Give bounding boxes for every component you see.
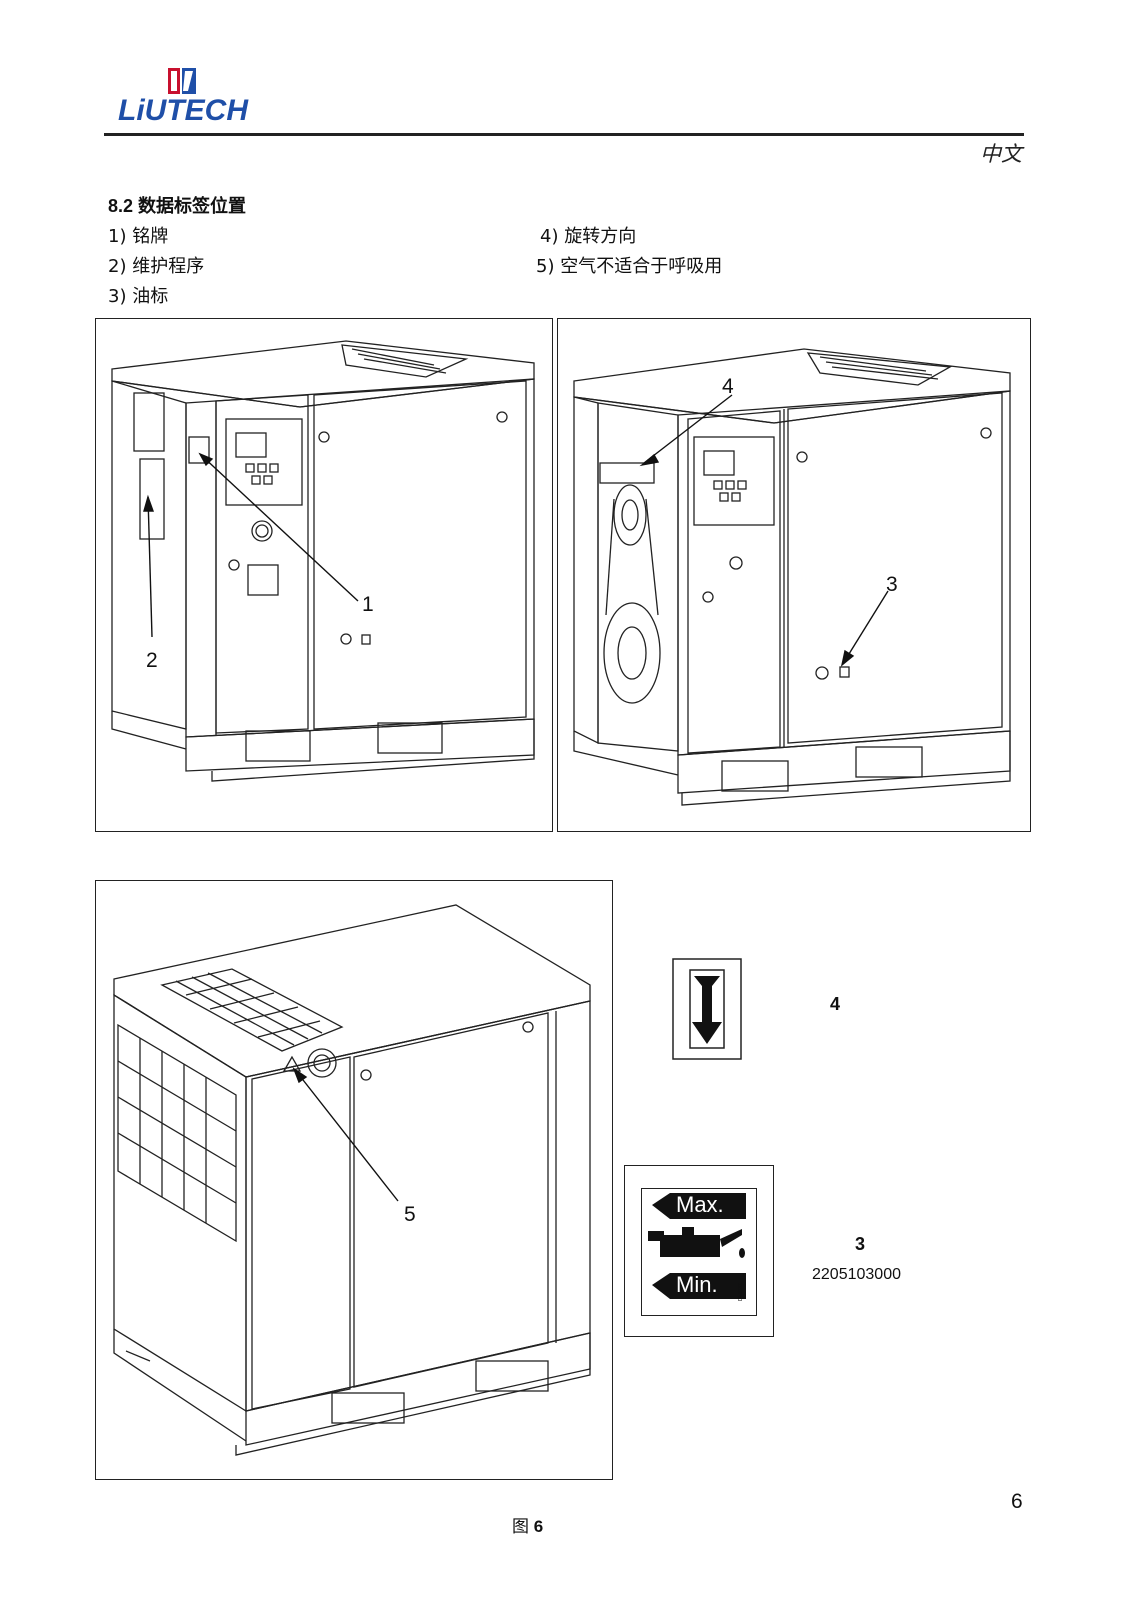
oil-code-text: D51233	[738, 1283, 744, 1301]
item-text: 空气不适合于呼吸用	[560, 256, 723, 277]
list-item: 3) 油标	[108, 282, 168, 308]
item-number: 4)	[540, 226, 559, 247]
list-item: 1) 铭牌	[108, 222, 168, 248]
oil-max-text: Max.	[676, 1192, 724, 1217]
item-text: 铭牌	[132, 226, 169, 247]
item-number: 5)	[536, 256, 555, 277]
liutech-logo-icon	[168, 68, 196, 94]
item-number: 1)	[108, 226, 127, 247]
callout-1: 1	[362, 593, 374, 616]
figure-front-view: 1 2	[95, 318, 553, 832]
list-item: 2) 维护程序	[108, 252, 204, 278]
oil-label-inner: Max. Min. D51233	[641, 1188, 757, 1316]
rotation-direction-label	[672, 958, 742, 1060]
page-number: 6	[1011, 1490, 1023, 1513]
down-arrow-icon	[692, 976, 722, 1044]
rotation-label-number: 4	[830, 994, 841, 1014]
oil-label-number: 3	[855, 1234, 866, 1254]
oil-can-icon	[648, 1227, 745, 1258]
callout-4: 4	[722, 375, 734, 398]
caption-prefix: 图	[512, 1517, 529, 1536]
oil-level-label: Max. Min. D51233	[624, 1165, 774, 1337]
brand-logo-text: LiUTECH	[118, 94, 248, 127]
figure-caption: 图 6	[512, 1512, 543, 1537]
header-rule	[104, 133, 1024, 136]
callout-3: 3	[886, 573, 898, 596]
list-item: 4) 旋转方向	[540, 222, 636, 248]
compressor-front-drawing: 1 2	[111, 340, 535, 782]
item-number: 2)	[108, 256, 127, 277]
callout-5: 5	[404, 1203, 416, 1226]
figure-open-side-view: 4 3	[557, 318, 1031, 832]
item-number: 3)	[108, 286, 127, 307]
figure-rear-view: 5	[95, 880, 613, 1480]
compressor-open-drawing: 4 3	[573, 348, 1011, 806]
section-title: 8.2 数据标签位置	[108, 196, 247, 216]
item-text: 旋转方向	[564, 226, 637, 247]
callout-2: 2	[146, 649, 158, 672]
list-item: 5) 空气不适合于呼吸用	[536, 252, 722, 278]
oil-min-text: Min.	[676, 1272, 718, 1297]
item-text: 油标	[132, 286, 169, 307]
item-text: 维护程序	[132, 256, 205, 277]
oil-label-part-number: 2205103000	[812, 1266, 901, 1283]
language-label: 中文	[980, 142, 1022, 166]
caption-number: 6	[533, 1517, 544, 1536]
compressor-rear-drawing: 5	[113, 904, 591, 1456]
